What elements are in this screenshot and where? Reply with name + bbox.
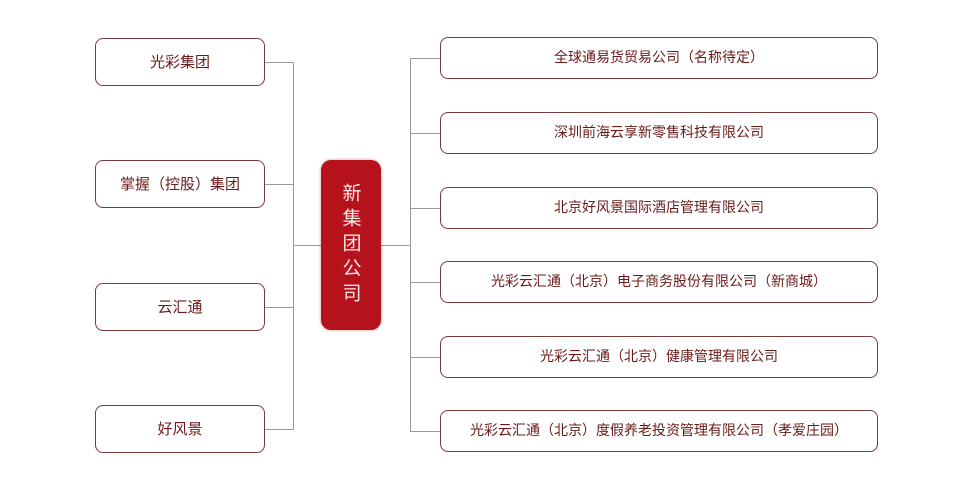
left-branch-line bbox=[265, 184, 293, 185]
right-branch-line bbox=[410, 133, 440, 134]
subsidiary-node: 光彩云汇通（北京）电子商务股份有限公司（新商城） bbox=[440, 261, 878, 303]
center-node: 新集团公司 bbox=[321, 160, 381, 330]
parent-node-yunhuitong: 云汇通 bbox=[95, 283, 265, 331]
right-branch-line bbox=[410, 431, 440, 432]
subsidiary-node: 光彩云汇通（北京）度假养老投资管理有限公司（孝爱庄园） bbox=[440, 410, 878, 452]
right-branch-line bbox=[410, 208, 440, 209]
right-branch-line bbox=[410, 58, 440, 59]
subsidiary-node: 光彩云汇通（北京）健康管理有限公司 bbox=[440, 336, 878, 378]
left-to-center-line bbox=[293, 245, 321, 246]
parent-node-haofengjing: 好风景 bbox=[95, 405, 265, 453]
right-trunk-line bbox=[410, 58, 411, 432]
left-trunk-line bbox=[293, 62, 294, 430]
subsidiary-node: 深圳前海云享新零售科技有限公司 bbox=[440, 112, 878, 154]
parent-node-zhangwo: 掌握（控股）集团 bbox=[95, 160, 265, 208]
center-to-right-line bbox=[381, 245, 410, 246]
center-node-label: 新集团公司 bbox=[339, 182, 362, 308]
right-branch-line bbox=[410, 282, 440, 283]
subsidiary-node: 北京好风景国际酒店管理有限公司 bbox=[440, 187, 878, 229]
subsidiary-node: 全球通易货贸易公司（名称待定） bbox=[440, 37, 878, 79]
left-branch-line bbox=[265, 429, 293, 430]
left-branch-line bbox=[265, 307, 293, 308]
right-branch-line bbox=[410, 357, 440, 358]
parent-node-guangcai: 光彩集团 bbox=[95, 38, 265, 86]
left-branch-line bbox=[265, 62, 293, 63]
